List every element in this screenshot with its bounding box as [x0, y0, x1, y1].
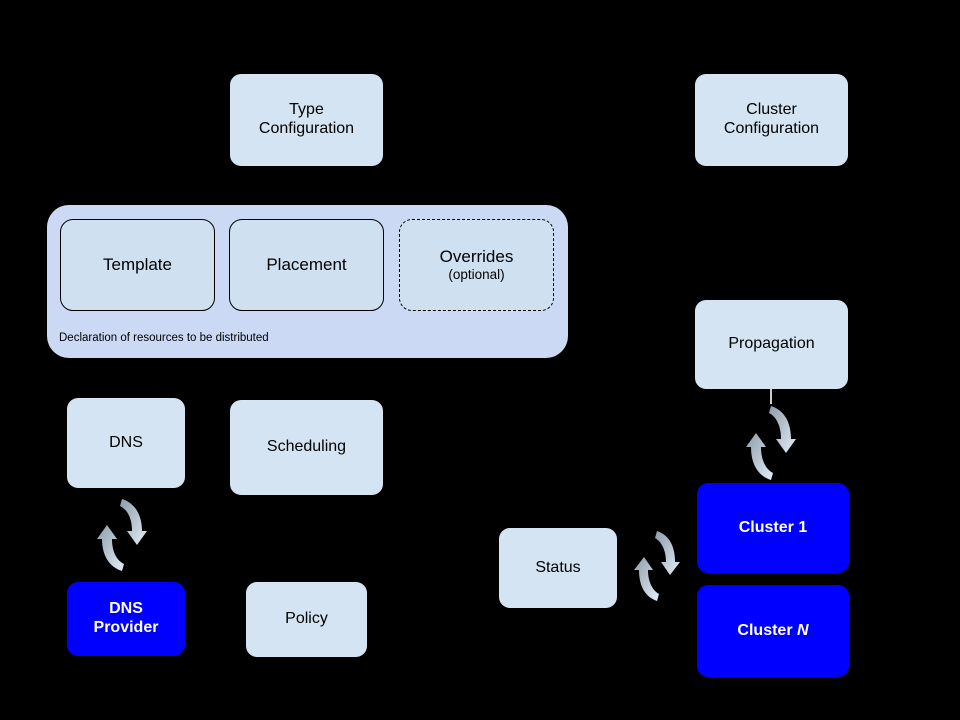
- node-status[interactable]: Status: [499, 528, 617, 608]
- node-placement-label: Placement: [266, 254, 347, 274]
- node-template[interactable]: Template: [60, 219, 215, 311]
- node-type-configuration-label: Type Configuration: [230, 101, 383, 139]
- sync-arrows-icon-status-clusters: [634, 531, 680, 601]
- sync-arrows-icon-dns-provider: [97, 499, 147, 571]
- node-cluster-1-label: Cluster 1: [739, 519, 807, 538]
- node-propagation-label: Propagation: [728, 335, 815, 353]
- node-dns[interactable]: DNS: [67, 398, 185, 488]
- cluster-1-prefix: Cluster: [738, 518, 799, 536]
- node-overrides-title: Overrides: [439, 247, 514, 267]
- node-scheduling-label: Scheduling: [266, 438, 347, 456]
- node-dns-provider[interactable]: DNS Provider: [67, 582, 185, 656]
- node-cluster-n-label: Cluster N: [737, 622, 808, 641]
- node-policy-label: Policy: [285, 610, 328, 628]
- node-type-configuration[interactable]: Type Configuration: [230, 74, 383, 166]
- node-dns-label: DNS: [109, 433, 143, 451]
- type-configuration-line2: Configuration: [258, 120, 355, 137]
- type-configuration-line1: Type: [289, 101, 324, 119]
- node-template-label: Template: [103, 254, 172, 274]
- node-overrides[interactable]: Overrides (optional): [399, 219, 554, 311]
- node-placement[interactable]: Placement: [229, 219, 384, 311]
- node-scheduling[interactable]: Scheduling: [230, 400, 383, 495]
- node-dns-provider-label: DNS Provider: [67, 600, 185, 638]
- node-propagation[interactable]: Propagation: [695, 300, 848, 389]
- node-status-label: Status: [535, 558, 581, 576]
- cluster-n-prefix: Cluster: [737, 621, 797, 639]
- node-cluster-configuration-label: Cluster Configuration: [695, 101, 848, 139]
- cluster-1-suffix: 1: [798, 518, 808, 536]
- node-overrides-label: Overrides (optional): [400, 247, 553, 283]
- cluster-configuration-line2: Configuration: [723, 120, 820, 137]
- group-panel-caption: Declaration of resources to be distribut…: [59, 332, 269, 344]
- dns-provider-line1: DNS: [109, 600, 143, 618]
- node-policy[interactable]: Policy: [246, 582, 367, 657]
- node-cluster-configuration[interactable]: Cluster Configuration: [695, 74, 848, 166]
- node-overrides-sublabel: (optional): [448, 267, 505, 283]
- dns-provider-line2: Provider: [93, 619, 159, 636]
- cluster-n-suffix: N: [797, 621, 809, 639]
- node-cluster-n[interactable]: Cluster N: [697, 585, 849, 677]
- cluster-configuration-line1: Cluster: [746, 101, 797, 119]
- node-cluster-1[interactable]: Cluster 1: [697, 483, 849, 573]
- sync-arrows-icon-propagation-cluster1: [746, 406, 796, 480]
